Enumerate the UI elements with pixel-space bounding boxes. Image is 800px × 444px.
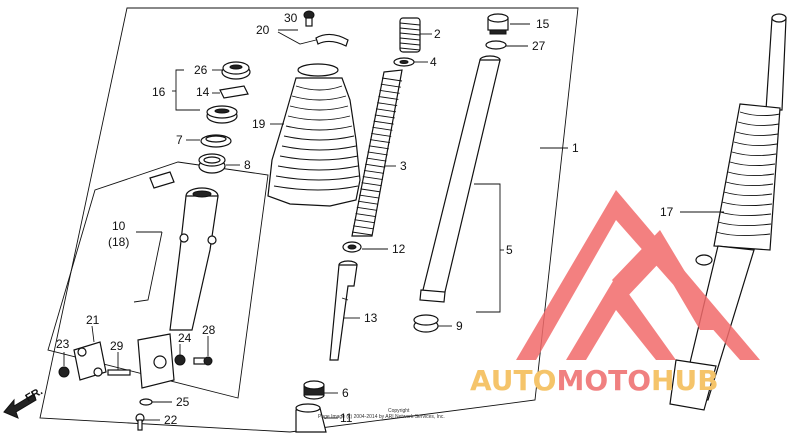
seal-piece — [149, 171, 175, 189]
spring-coil — [373, 120, 394, 125]
callout-11: 11 — [340, 411, 353, 425]
callout-22: 22 — [164, 413, 178, 427]
callout-10: 10 — [112, 219, 126, 233]
callout-23: 23 — [56, 337, 70, 351]
callout-24: 24 — [178, 331, 192, 345]
callout-15: 15 — [536, 17, 550, 31]
oil-lock-6 — [303, 380, 325, 400]
spring-coil — [362, 176, 383, 181]
washer-24 — [174, 354, 186, 366]
spring-coil — [375, 108, 397, 113]
spring-coil — [378, 96, 399, 100]
callout-13: 13 — [364, 311, 378, 325]
spring-coil — [363, 169, 385, 174]
callout-1: 1 — [572, 141, 579, 155]
fork-spring-3 — [351, 69, 403, 237]
spring-coil — [354, 219, 375, 224]
callout-6: 6 — [342, 386, 349, 400]
spring-2 — [399, 17, 421, 53]
oil-seal-16 — [206, 105, 238, 124]
spring-coil — [351, 231, 373, 236]
spring-coil — [371, 132, 392, 137]
callout-8: 8 — [244, 158, 251, 172]
callout-21: 21 — [86, 313, 100, 327]
callout-14: 14 — [196, 85, 210, 99]
callout-3: 3 — [400, 159, 407, 173]
callout-29: 29 — [110, 339, 124, 353]
callout-27: 27 — [532, 39, 546, 53]
spring-coil — [361, 182, 382, 187]
spring-coil — [372, 126, 393, 131]
screw-28 — [193, 356, 213, 366]
backup-ring-7 — [200, 134, 232, 148]
fork-tube-5 — [419, 55, 501, 303]
axle-holder-21 — [73, 341, 107, 381]
washer-25 — [139, 398, 153, 406]
watermark-text: AUTOMOTOHUB — [470, 364, 719, 397]
bolt-22 — [135, 413, 145, 431]
callout-28: 28 — [202, 323, 216, 337]
spring-coil — [369, 139, 391, 144]
spring-coil — [366, 157, 387, 162]
callout-2: 2 — [434, 27, 441, 41]
callout-12: 12 — [392, 242, 406, 256]
callout-20: 20 — [256, 23, 270, 37]
watermark-logo — [516, 190, 760, 360]
cap-bolt-15 — [487, 13, 509, 35]
bolt-29 — [107, 369, 131, 376]
spring-coil — [353, 225, 374, 230]
callout-25: 25 — [176, 395, 190, 409]
slider-bottom — [137, 333, 175, 389]
callout-16: 16 — [152, 85, 166, 99]
copyright-title: Copyright — [388, 408, 410, 414]
assembly-boundary — [39, 7, 579, 433]
callout-5: 5 — [506, 243, 513, 257]
watermark-hub: HUB — [651, 364, 719, 397]
spring-coil — [367, 151, 388, 156]
spring-coil — [360, 188, 381, 193]
spring-coil — [356, 206, 377, 211]
callout-19: 19 — [252, 117, 266, 131]
spring-coil — [374, 114, 395, 119]
spring-coil — [355, 213, 376, 217]
spring-coil — [368, 145, 389, 150]
copyright-text: Page Image (c) 2004-2014 by ARI Network … — [318, 414, 445, 420]
clip-14 — [219, 85, 249, 99]
bushing-8 — [198, 153, 226, 174]
nut-23 — [58, 366, 70, 378]
fork-slider-10 — [169, 187, 219, 331]
watermark-auto: AUTO — [470, 364, 556, 397]
piece-11 — [295, 403, 327, 433]
front-direction-arrow — [3, 393, 37, 419]
watermark-triangle-outer — [516, 190, 760, 360]
watermark-triangle-inner — [566, 276, 676, 360]
slider-bushing-9 — [413, 314, 439, 333]
fork-boot-19 — [267, 63, 361, 207]
spring-coil — [381, 77, 403, 82]
spring-coil — [380, 83, 401, 88]
watermark-triangle-mid — [612, 230, 720, 330]
damper-rod-13 — [329, 260, 358, 361]
callout-7: 7 — [176, 133, 183, 147]
watermark-moto: MOTO — [556, 364, 651, 397]
spring-coil — [379, 89, 400, 94]
callout-18: (18) — [108, 235, 129, 249]
callout-26: 26 — [194, 63, 208, 77]
spring-coil — [357, 200, 379, 205]
callout-17: 17 — [660, 205, 674, 219]
callout-9: 9 — [456, 319, 463, 333]
bolt-30 — [303, 10, 315, 27]
spring-coil — [377, 102, 398, 107]
spring-coil — [359, 194, 380, 199]
clip-20 — [315, 33, 349, 47]
callout-30: 30 — [284, 11, 298, 25]
spring-coil — [365, 163, 386, 168]
direction-label: FR. — [24, 385, 45, 404]
o-ring-27 — [485, 40, 507, 50]
callout-4: 4 — [430, 55, 437, 69]
dust-seal-26 — [221, 61, 251, 80]
